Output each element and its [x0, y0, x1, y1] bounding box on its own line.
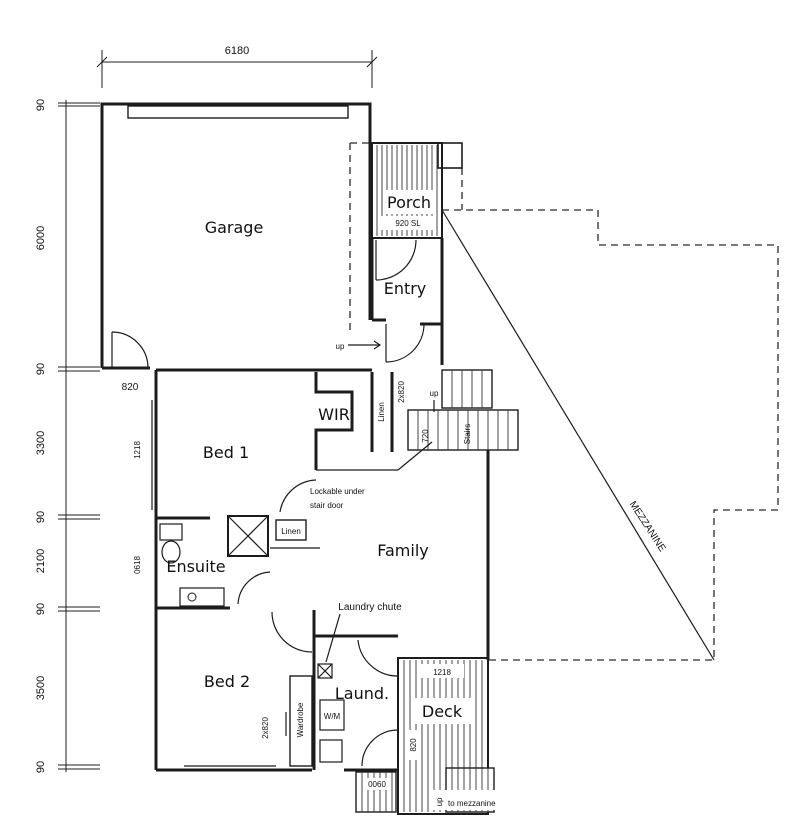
wardrobe-label: Wardrobe	[296, 702, 305, 737]
stair-dim: 720	[421, 429, 430, 443]
dimension-top-width: 6180	[225, 45, 249, 57]
stairs-up-label: up	[430, 389, 439, 398]
bed-2-label: Bed 2	[204, 672, 250, 691]
linen-2-label: Linen	[281, 527, 301, 536]
laundry-door-dim: 0060	[368, 780, 386, 789]
entry-up-label: up	[336, 342, 345, 351]
porch-label: Porch	[387, 193, 431, 212]
laundry-label: Laund.	[335, 684, 389, 703]
dim-90-e: 90	[35, 761, 47, 773]
dim-2100: 2100	[35, 549, 47, 573]
wir-label: WIR	[318, 405, 350, 424]
porch: Porch 920 SL	[371, 142, 463, 239]
stairs: up Stairs 720	[397, 369, 519, 471]
deck-depth-dim: 820	[409, 738, 418, 752]
dim-90-a: 90	[35, 99, 47, 111]
laundry: W/M Laund. Laundry chute 0060	[314, 602, 402, 813]
ensuite: Ensuite Linen 0618	[133, 515, 320, 610]
wardrobe-door-dim: 2x820	[261, 717, 270, 739]
garage-label: Garage	[205, 218, 264, 237]
laundry-chute-label: Laundry chute	[338, 602, 402, 613]
garage-door-dim: 820	[122, 382, 139, 393]
entry-label: Entry	[384, 279, 427, 298]
family-label: Family	[377, 541, 428, 560]
to-mezzanine-label: to mezzanine	[448, 799, 496, 808]
deck-up-label: up	[435, 797, 444, 806]
linen-1-label: Linen	[377, 402, 386, 422]
family: Family Lockable under stair door	[310, 450, 490, 660]
stairs-label: Stairs	[463, 424, 472, 444]
dim-6000: 6000	[35, 226, 47, 250]
dim-3300: 3300	[35, 431, 47, 455]
wm-label: W/M	[324, 712, 341, 721]
deck-label: Deck	[422, 702, 463, 721]
deck-width-dim: 1218	[433, 668, 451, 677]
entry-door-dim: 2x820	[397, 381, 406, 403]
left-dimension: 90 6000 90 3300 90 2100 90 3500 90	[35, 99, 100, 773]
bed-1-wall-dim: 1218	[133, 441, 142, 459]
dim-90-d: 90	[35, 603, 47, 615]
bed-1-label: Bed 1	[203, 443, 249, 462]
dim-90-b: 90	[35, 363, 47, 375]
bed-2: Bed 2 Wardrobe 2x820	[156, 610, 316, 772]
ensuite-wall-dim: 0618	[133, 556, 142, 574]
lockable-label: Lockable under	[310, 487, 365, 496]
deck: 1218 Deck 820 up to mezzanine	[397, 657, 502, 815]
lockable-label-2: stair door	[310, 501, 344, 510]
dim-3500: 3500	[35, 676, 47, 700]
dim-90-c: 90	[35, 511, 47, 523]
bed-1: Bed 1 WIR Linen 2x820 1218	[133, 368, 406, 770]
garage: Garage 820	[100, 102, 372, 393]
entry: Entry up	[336, 238, 444, 365]
porch-dim: 920 SL	[395, 219, 421, 228]
top-dimension: 6180	[96, 45, 378, 88]
ensuite-label: Ensuite	[166, 557, 225, 576]
